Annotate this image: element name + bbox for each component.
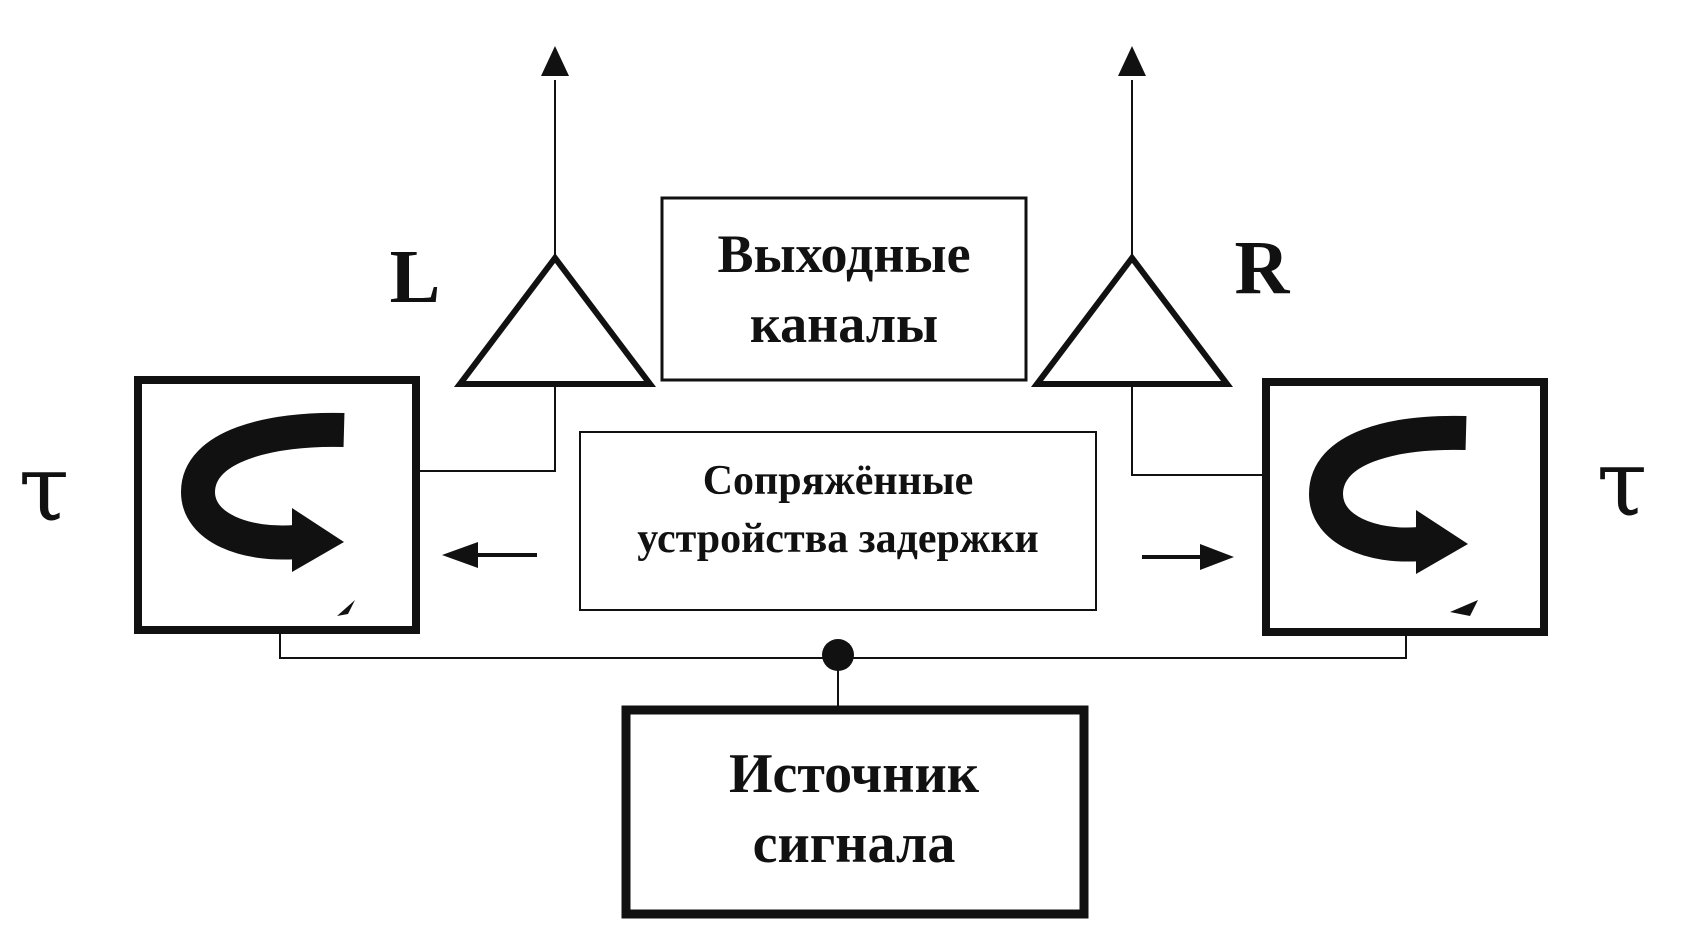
left-delay-box — [134, 376, 420, 634]
output-channels-line2: каналы — [750, 294, 938, 354]
left-delay-symbol: τ — [19, 435, 70, 542]
signal-source-line1: Источник — [729, 743, 980, 805]
delay-devices-box: Сопряжённые устройства задержки — [579, 431, 1097, 611]
left-curved-arrow-icon — [180, 412, 345, 572]
left-channel-label: L — [390, 235, 441, 319]
left-output-arrow-icon — [541, 46, 569, 258]
delay-devices-line2: устройства задержки — [637, 516, 1038, 562]
right-channel-label: R — [1235, 226, 1291, 310]
signal-source-box: Источник сигнала — [621, 705, 1089, 919]
left-amp-connector — [420, 384, 556, 472]
right-amp-connector — [1131, 384, 1262, 476]
signal-bus — [279, 630, 1407, 708]
left-pointing-arrow-icon — [442, 542, 537, 568]
right-delay-box — [1262, 378, 1548, 636]
delay-devices-line1: Сопряжённые — [703, 458, 974, 504]
left-amplifier-icon — [453, 253, 657, 387]
right-pointing-arrow-icon — [1142, 544, 1234, 570]
junction-dot-icon — [822, 639, 854, 671]
right-output-arrow-icon — [1118, 46, 1146, 258]
output-channels-box: Выходные каналы — [660, 196, 1028, 382]
right-delay-symbol: τ — [1597, 430, 1648, 537]
right-amplifier-icon — [1030, 253, 1234, 387]
output-channels-line1: Выходные — [717, 224, 970, 284]
signal-source-line2: сигнала — [753, 813, 956, 875]
right-curved-arrow-icon — [1308, 415, 1468, 574]
